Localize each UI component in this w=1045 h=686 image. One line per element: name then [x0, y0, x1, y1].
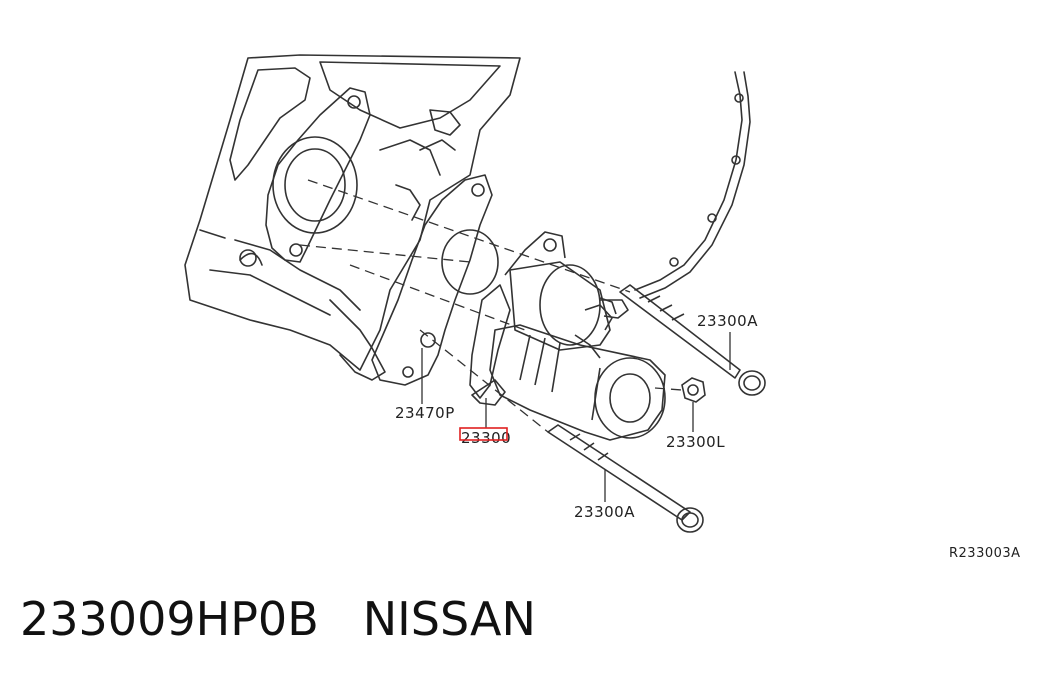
label-bolt-upper: 23300A: [697, 312, 758, 330]
assembly-lines: [299, 179, 683, 433]
label-nut: 23300L: [666, 433, 725, 451]
leader-lines: [421, 332, 731, 502]
label-bracket: 23470P: [395, 404, 455, 422]
part-number: 233009HP0B: [20, 592, 319, 646]
flywheel-housing-edge: [634, 71, 751, 299]
part-highlight-box: [459, 427, 508, 441]
brand-name: NISSAN: [362, 592, 536, 646]
diagram-id: R233003A: [949, 546, 1021, 561]
label-starter: 23300: [461, 429, 511, 447]
bolt-lower: [547, 424, 704, 533]
starter-motor: [469, 231, 666, 441]
bolt-upper: [619, 284, 766, 396]
transmission-housing: [184, 54, 521, 381]
nut: [681, 377, 706, 403]
label-bolt-lower: 23300A: [574, 503, 635, 521]
mounting-bracket: [371, 174, 499, 386]
